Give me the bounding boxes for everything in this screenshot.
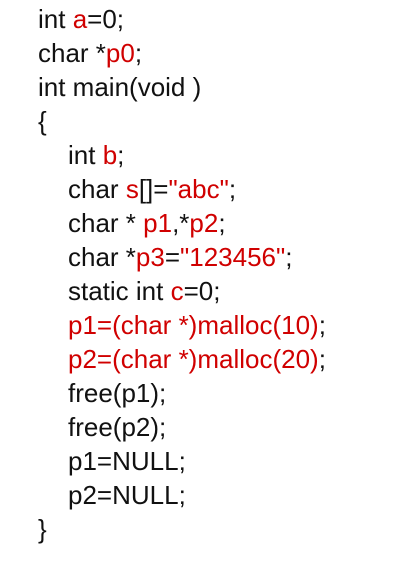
code-line: char * p1,*p2; [38, 206, 326, 240]
code-text: ,* [172, 208, 190, 238]
code-text: char * [68, 242, 136, 272]
code-text: p2=NULL; [68, 480, 186, 510]
code-highlight: "abc" [168, 174, 229, 204]
code-text: char * [68, 208, 144, 238]
code-highlight: b [102, 140, 118, 170]
code-text: =0; [87, 4, 125, 34]
code-highlight: s [125, 174, 139, 204]
code-line: char *p0; [38, 36, 326, 70]
code-line: { [38, 104, 326, 138]
code-text: char * [38, 38, 106, 68]
code-line: free(p1); [38, 376, 326, 410]
code-line: int b; [38, 138, 326, 172]
code-highlight: p1 [143, 208, 173, 238]
code-text: int [38, 4, 73, 34]
code-text: free(p2); [68, 412, 167, 442]
code-text: p1=NULL; [68, 446, 186, 476]
code-text: =0; [183, 276, 221, 306]
code-line: char *p3="123456"; [38, 240, 326, 274]
code-line: p2=(char *)malloc(20); [38, 342, 326, 376]
code-text: } [38, 514, 47, 544]
code-text: []= [138, 174, 169, 204]
code-text: int main(void ) [38, 72, 202, 102]
code-text: ; [218, 208, 226, 238]
code-text: free(p1); [68, 378, 167, 408]
code-highlight: c [170, 276, 184, 306]
code-line: free(p2); [38, 410, 326, 444]
code-text: char [68, 174, 126, 204]
code-text: int [68, 140, 103, 170]
code-text: = [164, 242, 181, 272]
code-highlight: p0 [105, 38, 135, 68]
code-line: char s[]="abc"; [38, 172, 326, 206]
code-text: ; [318, 344, 326, 374]
code-text: ; [285, 242, 293, 272]
code-text: ; [318, 310, 326, 340]
code-line: p1=(char *)malloc(10); [38, 308, 326, 342]
code-text: ; [228, 174, 237, 204]
code-highlight: p1=(char *)malloc(10) [68, 310, 319, 340]
code-line: int main(void ) [38, 70, 326, 104]
code-line: int a=0; [38, 2, 326, 36]
code-line: p2=NULL; [38, 478, 326, 512]
code-highlight: a [72, 4, 88, 34]
code-highlight: p2 [189, 208, 219, 238]
code-text: ; [117, 140, 125, 170]
code-text: ; [134, 38, 143, 68]
code-line: p1=NULL; [38, 444, 326, 478]
code-highlight: p2=(char *)malloc(20) [68, 344, 319, 374]
code-text: { [38, 106, 47, 136]
code-text: static int [68, 276, 171, 306]
code-line: static int c=0; [38, 274, 326, 308]
code-block: int a=0;char *p0;int main(void ){int b;c… [38, 0, 326, 546]
code-highlight: p3 [135, 242, 165, 272]
code-line: } [38, 512, 326, 546]
code-highlight: "123456" [180, 242, 286, 272]
